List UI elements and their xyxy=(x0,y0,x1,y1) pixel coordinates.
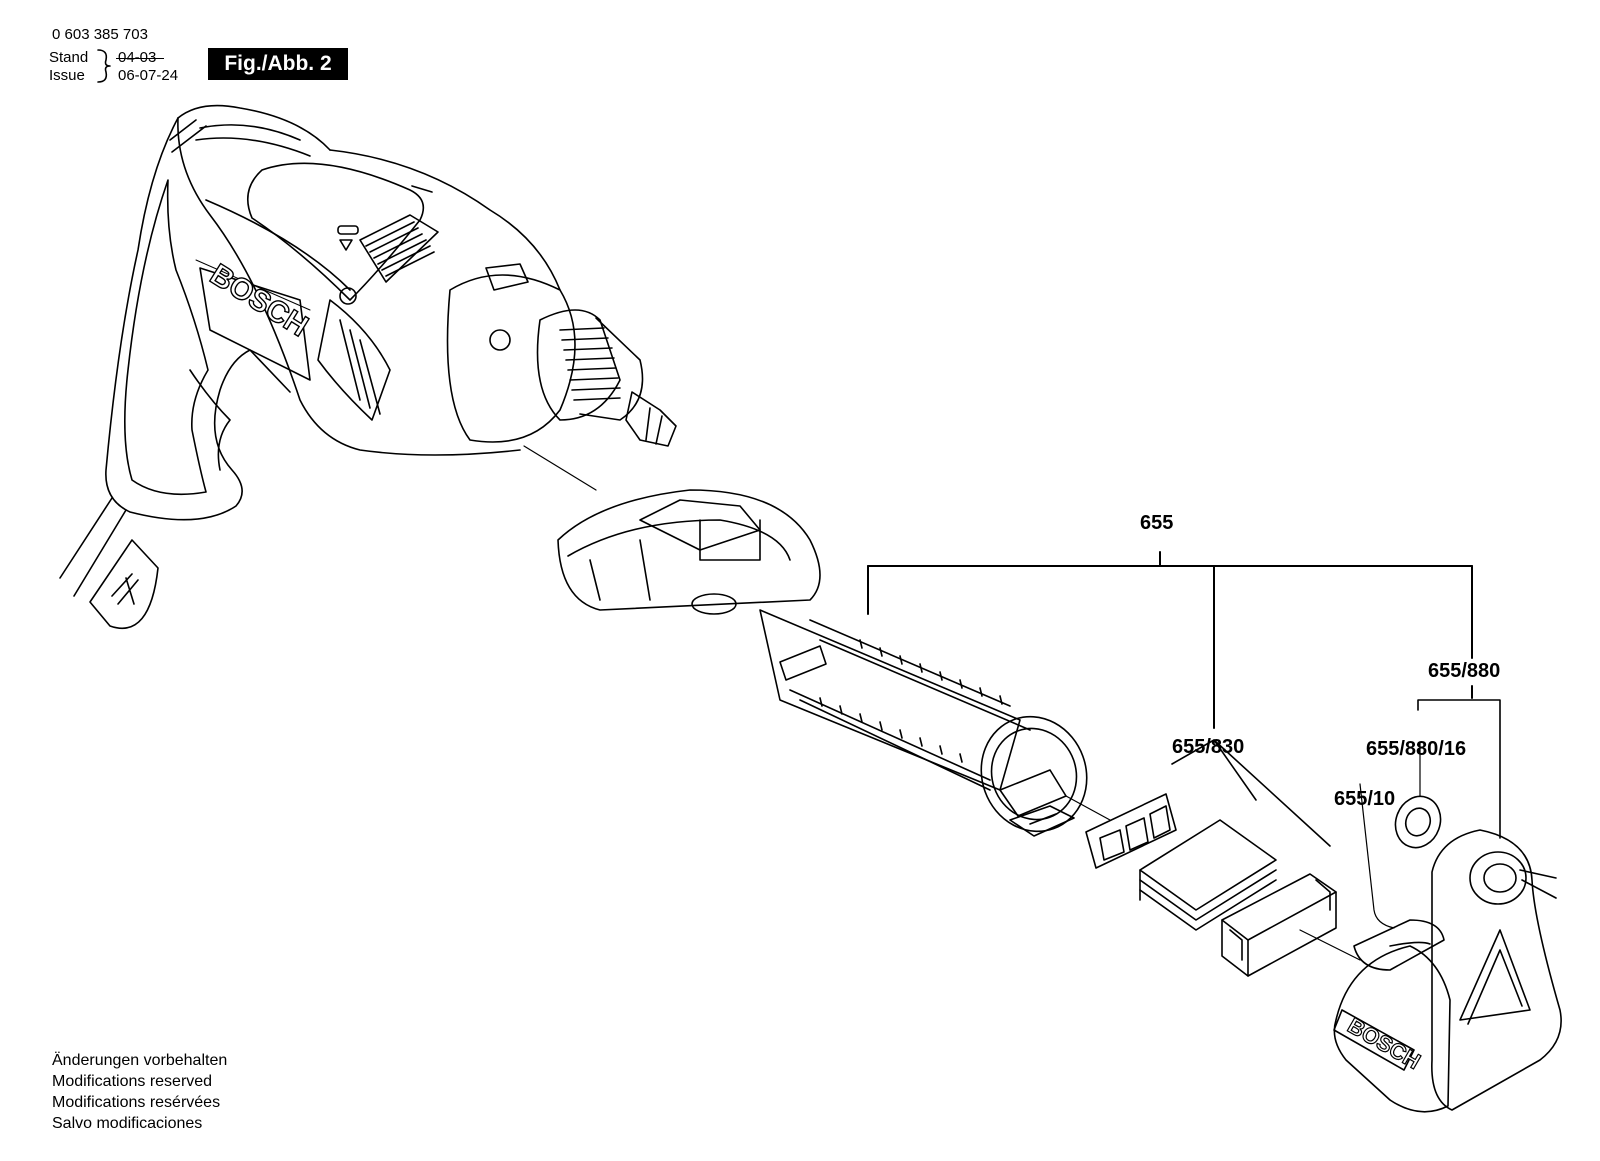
stand-label: Stand xyxy=(49,49,89,66)
figure-label: Fig./Abb. 2 xyxy=(208,48,348,80)
end-cap-illustration xyxy=(1333,699,1562,1113)
callout-655-10: 655/10 xyxy=(1334,788,1396,810)
callout-655-880-16: 655/880/16 xyxy=(1366,738,1467,760)
modifications-fr: Modifications resérvées xyxy=(52,1094,221,1111)
drill-brand-text: BOSCH xyxy=(204,258,313,343)
callout-655-830: 655/830 xyxy=(1172,736,1245,758)
callout-655-880: 655/880 xyxy=(1428,660,1501,682)
issue-label: Issue xyxy=(49,67,85,84)
filter-parts-illustration xyxy=(1065,739,1361,977)
dust-attachment-illustration xyxy=(557,489,1088,837)
drill-illustration xyxy=(59,104,677,630)
modifications-notice: Änderungen vorbehalten Modifications res… xyxy=(52,1050,227,1134)
header-brace xyxy=(97,49,111,83)
modifications-es: Salvo modificaciones xyxy=(52,1115,203,1132)
cap-brand-text: BOSCH xyxy=(1344,1013,1425,1074)
modifications-en: Modifications reserved xyxy=(52,1073,213,1090)
stand-date: 04-03 xyxy=(118,49,157,66)
callout-655-bracket xyxy=(867,551,1473,729)
callout-655: 655 xyxy=(1140,512,1174,534)
modifications-de: Änderungen vorbehalten xyxy=(52,1052,228,1069)
part-number: 0 603 385 703 xyxy=(52,26,148,43)
stand-date-strikethrough xyxy=(116,58,164,60)
issue-date: 06-07-24 xyxy=(118,67,179,84)
